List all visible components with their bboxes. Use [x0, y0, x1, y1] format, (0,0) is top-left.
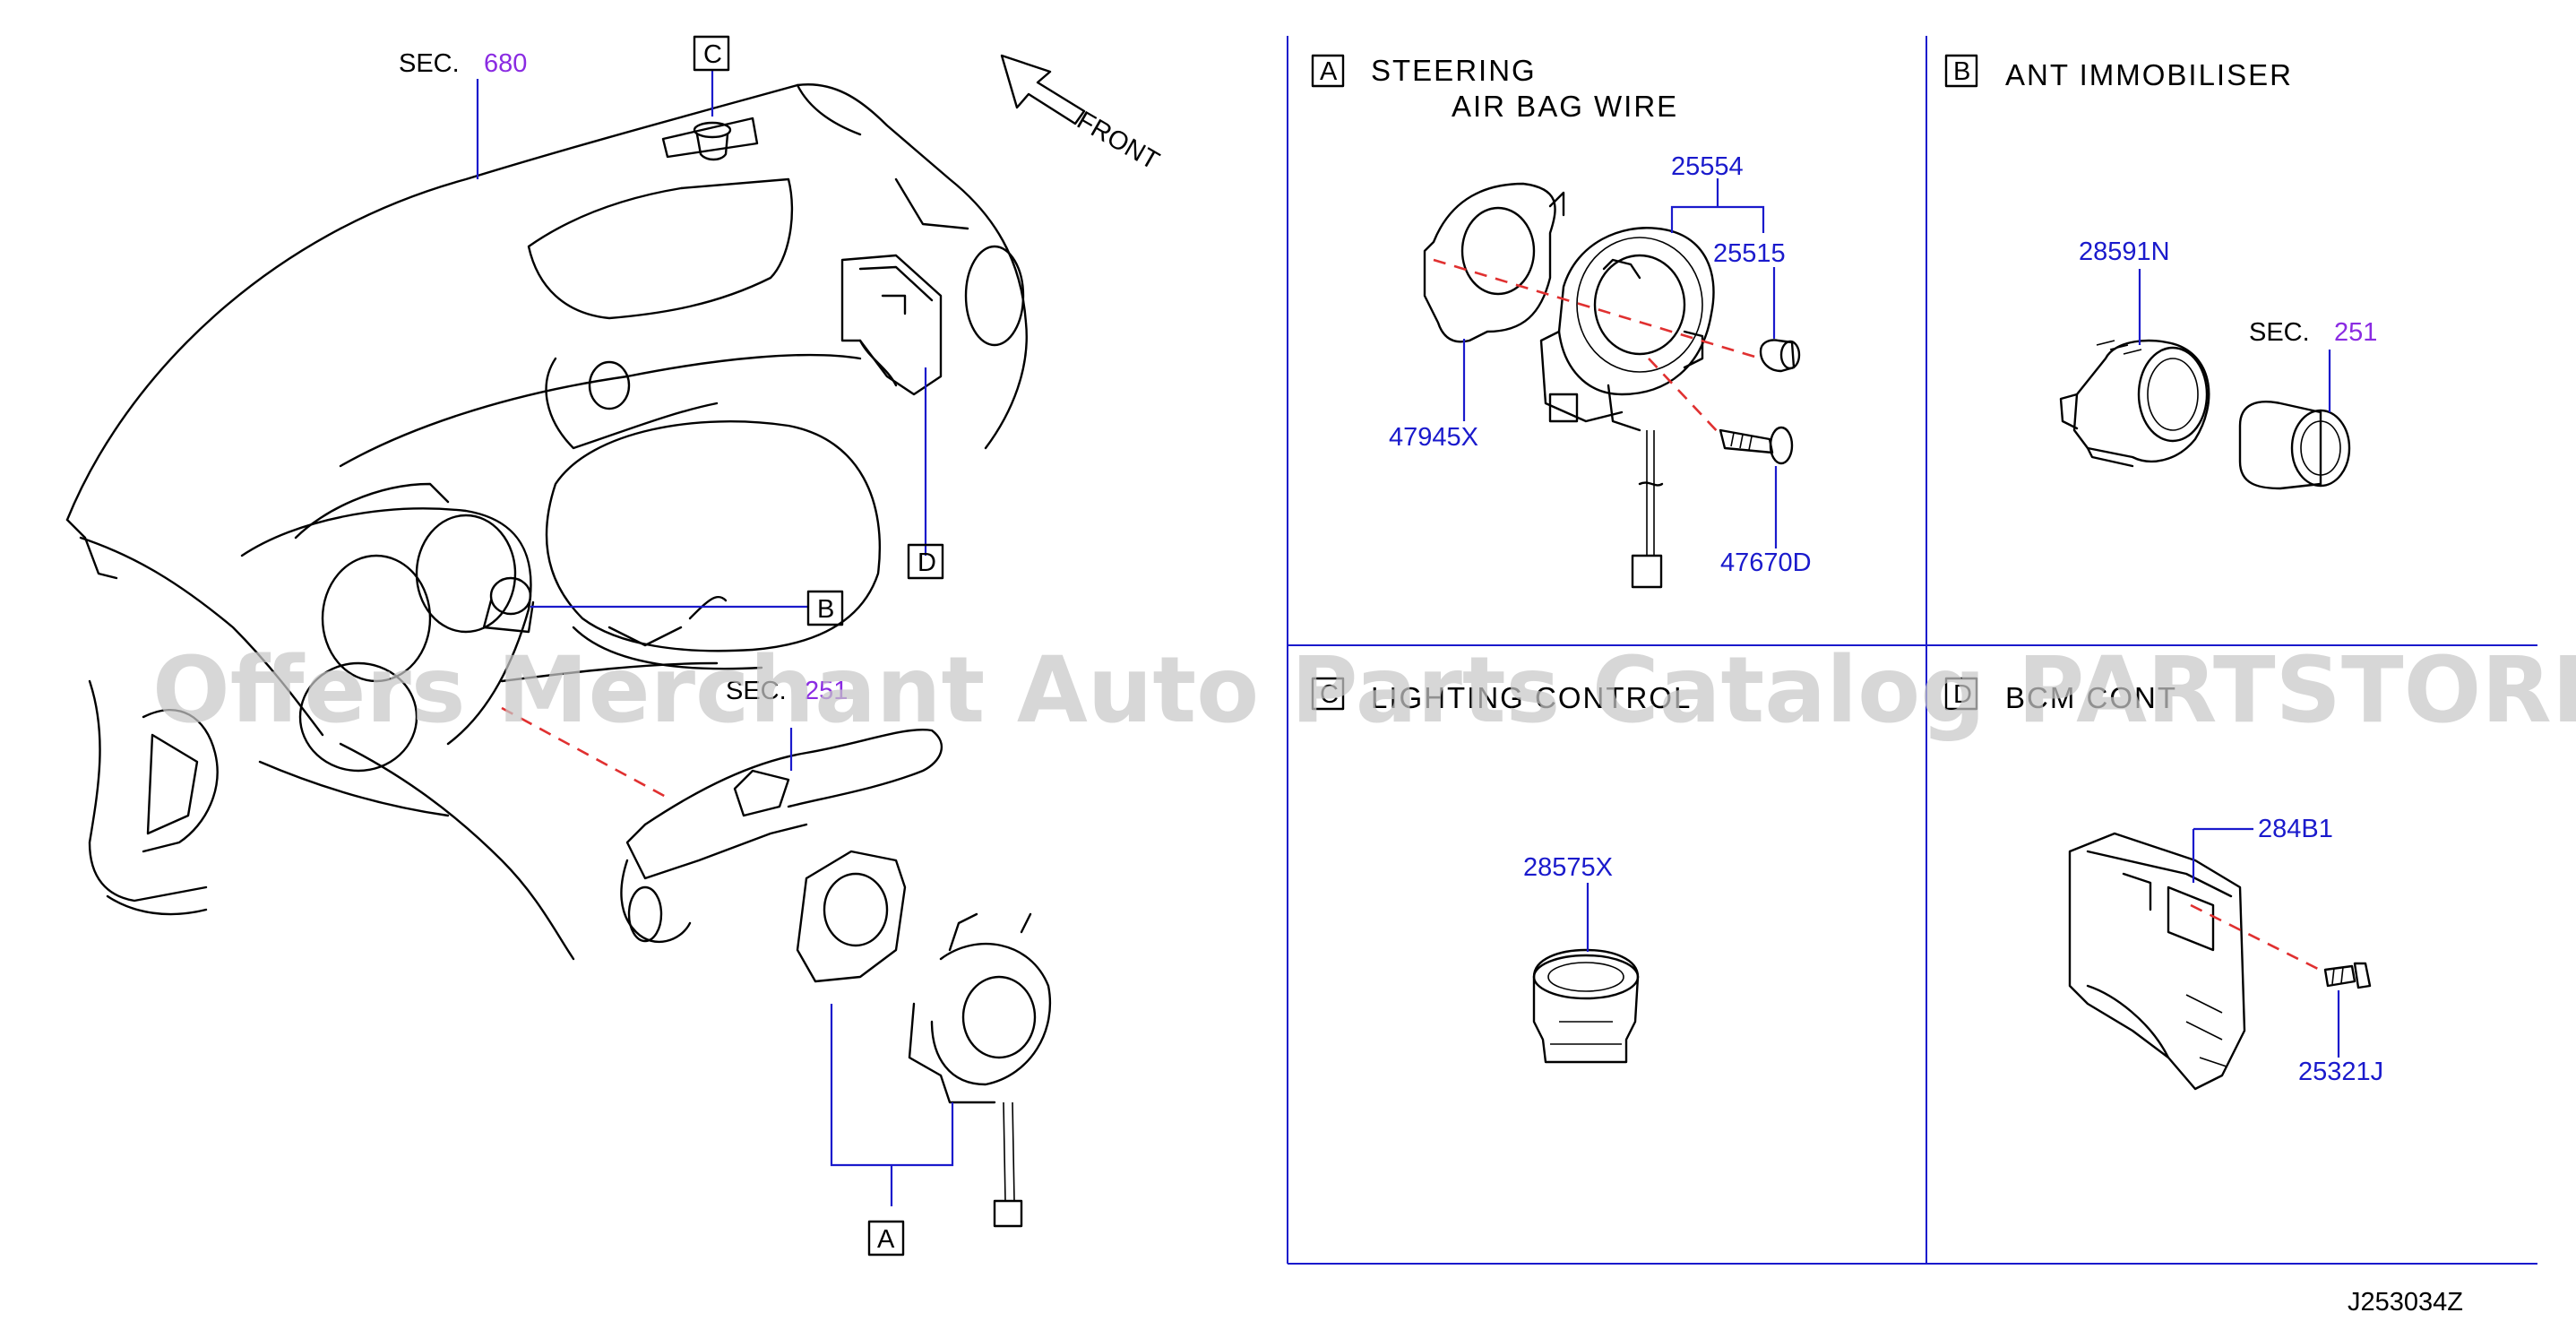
part-47670d[interactable]: 47670D: [1720, 548, 1812, 577]
part-25554[interactable]: 25554: [1671, 152, 1744, 181]
panel-c-title: LIGHTING CONTROL: [1371, 681, 1692, 714]
panel-d-drawing: [2068, 827, 2372, 1091]
panel-d-title: BCM CONT: [2005, 681, 2177, 714]
watermark-text: Offers Merchant Auto Parts Catalog PARTS…: [152, 637, 2576, 744]
dashboard-drawing: [65, 83, 1028, 961]
panel-c-drawing: [1532, 883, 1640, 1064]
part-25321j[interactable]: 25321J: [2298, 1058, 2383, 1086]
callout-letter-a[interactable]: A: [877, 1225, 895, 1254]
callout-box-d: [907, 543, 944, 580]
panel-b-sec-number[interactable]: 251: [2334, 318, 2377, 347]
panel-b-sec-prefix: SEC.: [2249, 318, 2310, 347]
callout-box-b: [806, 590, 844, 626]
panel-a-letter-box: [1311, 54, 1345, 88]
diagram-code: J253034Z: [2348, 1288, 2463, 1317]
panel-a-title-line1: STEERING: [1371, 54, 1537, 87]
panel-c-letter: C: [1320, 680, 1339, 709]
part-25515[interactable]: 25515: [1713, 239, 1786, 268]
overview-clock-spring: [796, 850, 1052, 1228]
callout-letter-b[interactable]: B: [817, 595, 834, 624]
callout-letter-c[interactable]: C: [703, 40, 722, 69]
panel-d-letter: D: [1953, 680, 1972, 709]
panel-frames: [1287, 36, 2537, 1265]
panel-b-title: ANT IMMOBILISER: [2005, 58, 2293, 91]
sec-680-number[interactable]: 680: [484, 49, 527, 78]
part-28591n[interactable]: 28591N: [2079, 238, 2170, 266]
panel-a-letter: A: [1320, 57, 1338, 86]
front-label: FRONT: [1073, 106, 1165, 176]
panel-a-title-line2: AIR BAG WIRE: [1452, 90, 1678, 123]
panel-b-letter-box: [1944, 54, 1978, 88]
panel-b-drawing: [2059, 269, 2351, 490]
front-arrow: [1000, 54, 1086, 125]
callout-letter-d[interactable]: D: [918, 548, 936, 577]
callout-box-a: [867, 1220, 905, 1257]
panel-c-letter-box: [1311, 677, 1345, 711]
part-284b1[interactable]: 284B1: [2258, 815, 2333, 843]
overview-leaders: [476, 70, 954, 1206]
callout-box-c: [693, 35, 730, 72]
part-47945x[interactable]: 47945X: [1389, 423, 1478, 452]
panel-d-letter-box: [1944, 677, 1978, 711]
panel-b-letter: B: [1953, 57, 1970, 86]
sec-251-number[interactable]: 251: [805, 677, 848, 705]
sec-251-prefix: SEC.: [726, 677, 787, 705]
part-28575x[interactable]: 28575X: [1523, 853, 1613, 882]
panel-a-drawing: [1423, 178, 1801, 589]
sec-680-prefix: SEC.: [399, 49, 460, 78]
